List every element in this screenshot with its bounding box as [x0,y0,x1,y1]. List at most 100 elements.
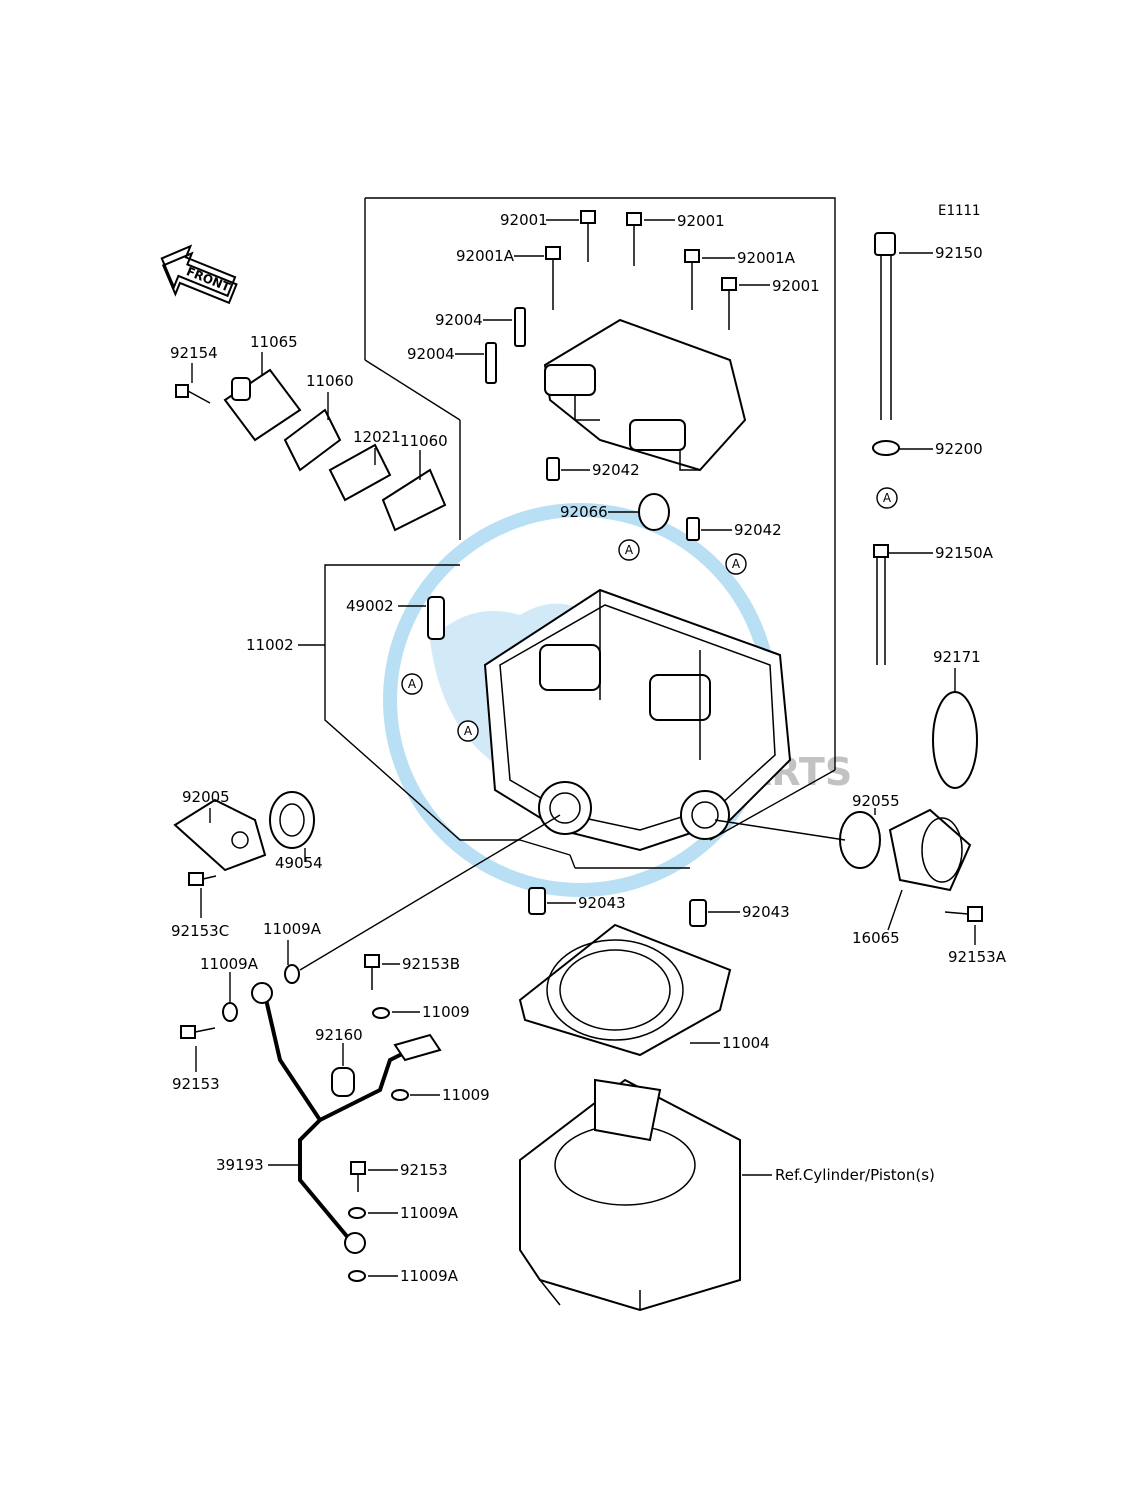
washer-11009-a [372,1007,390,1019]
label-11009A: 11009A [200,955,259,973]
camshaft-holder [543,318,747,472]
label-92001: 92001 [677,212,725,230]
label-11009A: 11009A [400,1204,459,1222]
ref-circle-a: A [725,553,747,575]
bolt-92150A [873,544,889,665]
label-92153: 92153 [400,1161,448,1179]
label-92171: 92171 [933,648,981,666]
pipe-fitting [393,1033,442,1062]
ref-circle-a: A [876,487,898,509]
svg-text:A: A [883,491,892,505]
dowel-92042-a [546,457,560,481]
clamp-92171 [932,691,978,789]
gasket-11060-b [381,468,447,532]
cylinder-head [483,588,792,852]
label-92154: 92154 [170,344,218,362]
assembly-frame [365,197,836,655]
bolt-92153-a [180,1025,216,1039]
washer-11009A-b [284,964,300,984]
svg-text:A: A [408,677,417,691]
label-92043: 92043 [578,894,626,912]
front-arrow-icon: FRONT [160,244,238,305]
frame-line [569,854,576,869]
bolt-92001A-b [684,249,700,310]
o-ring-92055 [839,811,881,869]
label-92153A: 92153A [948,948,1007,966]
label-11060: 11060 [400,432,448,450]
label-11060: 11060 [306,372,354,390]
seal-92066 [638,493,670,531]
label-11002: 11002 [246,636,294,654]
damper-92160 [331,1067,355,1097]
washer-11009A-d [348,1270,366,1282]
oil-pipe-39193 [263,994,352,1242]
label-11065: 11065 [250,333,298,351]
water-pipe-92005 [173,798,267,872]
label-16065: 16065 [852,929,900,947]
label-11009: 11009 [442,1086,490,1104]
frame-line [519,839,571,856]
bracket-11002 [324,564,520,841]
bolt-92154 [175,384,211,404]
label-92004: 92004 [435,311,483,329]
label-92001A: 92001A [737,249,796,267]
label-39193: 39193 [216,1156,264,1174]
stud-92004-a [514,307,526,347]
washer-11009A-c [348,1207,366,1219]
svg-text:A: A [464,724,473,738]
ref-circle-a: A [401,673,423,695]
ref-circle-a: A [618,539,640,561]
banjo-fitting-upper [251,982,273,1004]
part-labels: 92001 92001 92001A 92001A 92001 92004 92… [170,211,1007,1285]
thermostat-49054 [269,791,315,849]
svg-text:A: A [625,543,634,557]
label-92055: 92055 [852,792,900,810]
bolt-92150 [874,232,896,420]
label-92153: 92153 [172,1075,220,1093]
gasket-11060-a [283,408,342,472]
intake-16065 [888,808,972,892]
label-11009: 11009 [422,1003,470,1021]
svg-text:A: A [732,557,741,571]
cylinder-reference [519,1078,741,1312]
label-49002: 49002 [346,597,394,615]
label-92001A: 92001A [456,247,515,265]
label-11009A: 11009A [400,1267,459,1285]
frame-line [709,769,836,841]
leader-lines [191,219,976,1277]
washer-92200 [872,440,900,456]
label-92160: 92160 [315,1026,363,1044]
label-ref-cylinder: Ref.Cylinder/Piston(s) [775,1166,935,1184]
reed-cover-11065 [223,368,302,442]
label-92042: 92042 [734,521,782,539]
bolt-92153B [364,954,380,990]
dowel-92043-b [689,899,707,927]
label-92043: 92043 [742,903,790,921]
label-92005: 92005 [182,788,230,806]
label-92001: 92001 [772,277,820,295]
dowel-92042-b [686,517,700,541]
label-92153C: 92153C [171,922,229,940]
washer-11009-b [391,1089,409,1101]
bolt-92153C [188,872,217,886]
label-92042: 92042 [592,461,640,479]
valve-49002 [427,596,445,640]
head-gasket-11004 [518,923,732,1057]
bolt-92153-b [350,1161,366,1192]
reed-valve-12021 [328,443,392,502]
bolt-92001-a [580,210,596,262]
frame-line [364,359,461,421]
label-12021: 12021 [353,428,401,446]
washer-11009A-a [222,1002,238,1022]
banjo-fitting-lower [344,1232,366,1254]
ref-circle-a: A [457,720,479,742]
dowel-92043-a [528,887,546,915]
stud-92004-b [485,342,497,384]
bolt-92001-c [721,277,737,330]
bolt-92001A-a [545,246,561,310]
label-92066: 92066 [560,503,608,521]
label-49054: 49054 [275,854,323,872]
bolt-92153A [944,906,983,922]
label-92150A: 92150A [935,544,994,562]
